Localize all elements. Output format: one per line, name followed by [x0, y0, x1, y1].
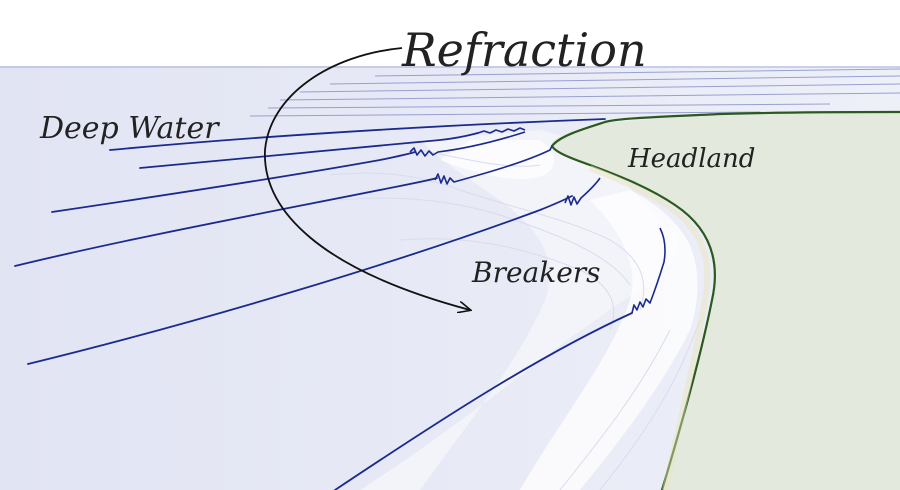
- far-wave-lines: [249, 68, 900, 117]
- headland-land: [551, 112, 900, 490]
- deep-water-label: Deep Water: [39, 111, 220, 146]
- far-wave-line: [249, 111, 761, 117]
- breaking-wave: [631, 227, 666, 314]
- surf-ripple: [329, 172, 645, 311]
- sky: [0, 0, 900, 68]
- breaking-wave: [477, 127, 526, 134]
- far-wave-line: [279, 92, 900, 101]
- surf-ripple: [399, 238, 615, 331]
- wave-crest: [139, 132, 479, 169]
- wave-crest: [14, 177, 438, 267]
- breaking-wave: [564, 177, 601, 206]
- coastline: [550, 110, 900, 490]
- surf-foam: [520, 190, 698, 490]
- beach-sand: [588, 165, 711, 490]
- far-wave-line: [299, 83, 900, 93]
- wave-crest: [51, 151, 416, 213]
- surf-ripple: [339, 197, 631, 286]
- surf-zone: [329, 130, 701, 490]
- breakers-label: Breakers: [471, 256, 601, 289]
- surf-foam: [440, 140, 555, 180]
- surf-foam: [360, 130, 679, 490]
- far-wave-line: [374, 68, 900, 77]
- title-label: Refraction: [401, 23, 647, 77]
- surf-ripple: [599, 319, 701, 490]
- wave-crests: [14, 118, 633, 490]
- breaking-wave: [409, 131, 526, 157]
- headland-label: Headland: [627, 144, 755, 174]
- breaking-waves: [409, 127, 666, 314]
- refraction-arrow: [264, 47, 470, 310]
- wave-crest: [109, 118, 606, 151]
- far-wave-line: [329, 75, 900, 85]
- wave-crest: [27, 195, 573, 365]
- wave-crest: [334, 312, 633, 490]
- breaking-wave: [434, 145, 553, 185]
- far-wave-line: [267, 103, 831, 109]
- surf-ripple: [559, 329, 671, 490]
